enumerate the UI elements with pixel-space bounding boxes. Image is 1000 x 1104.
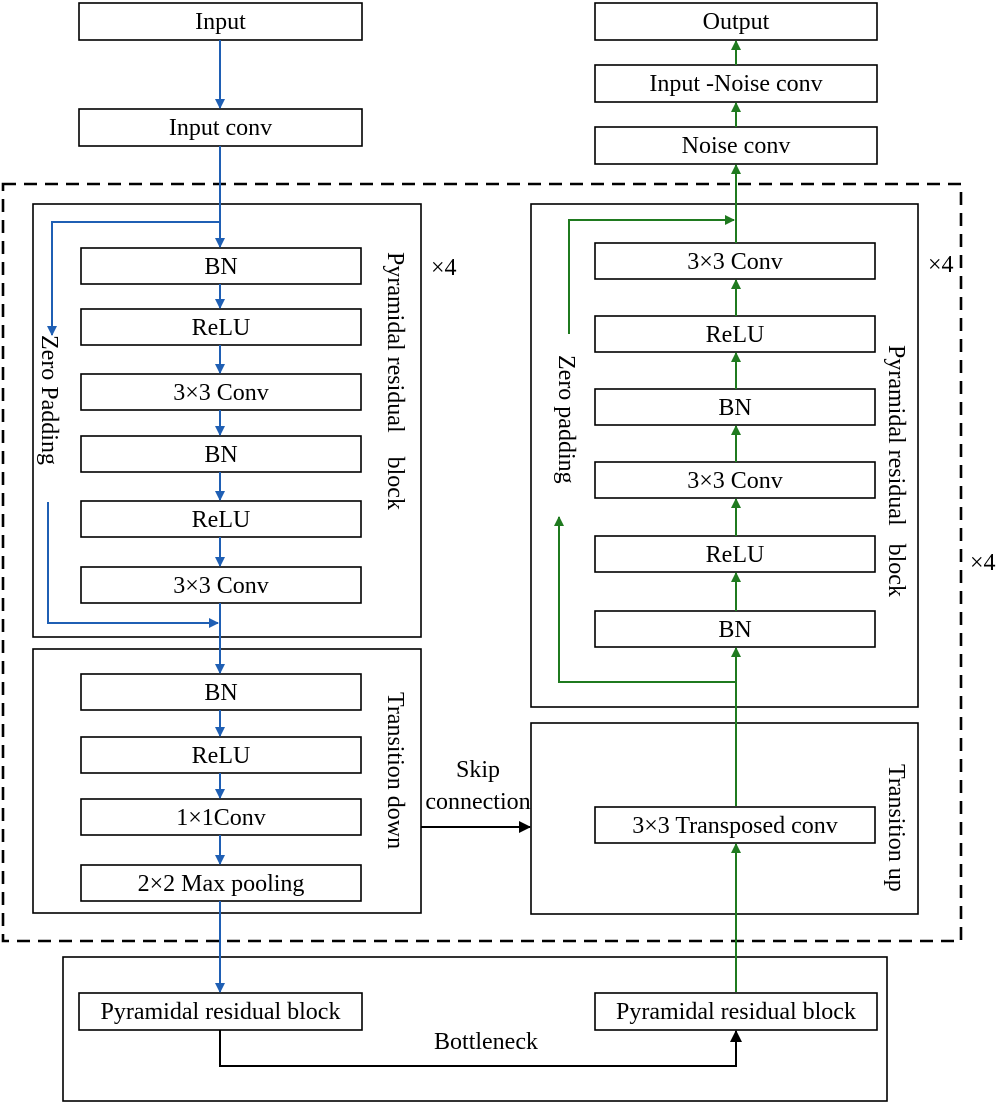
decoder-residual-label: Pyramidal residual block [883,345,909,597]
input-block: Input [78,2,363,41]
encoder-layer: 3×3 Conv [80,566,362,604]
encoder-layer-label: 3×3 Conv [173,573,269,599]
transition-down-frame [32,648,422,914]
decoder-zero-padding-label: Zero padding [553,355,579,484]
decoder-residual-layers: 3×3 Conv ReLU BN 3×3 Conv ReLU BN [594,242,876,648]
transition-down-layers: BN ReLU 1×1Conv 2×2 Max pooling [80,673,362,902]
transition-down-layer: 2×2 Max pooling [80,864,362,902]
decoder-layer-label: ReLU [706,322,765,348]
encoder-repeat-label: ×4 [431,255,457,281]
encoder-layer-label: BN [204,254,237,280]
input-noise-conv-block: Input -Noise conv [594,64,878,103]
bottleneck-right-block-label: Pyramidal residual block [616,999,856,1025]
decoder-layer-label: 3×3 Conv [687,249,783,275]
bottleneck-frame [62,956,888,1102]
transition-down-layer-label: 1×1Conv [176,805,266,831]
decoder-zero-padding-path [554,516,736,683]
encoder-layer-label: 3×3 Conv [173,380,269,406]
input-conv-block-label: Input conv [169,115,272,141]
encoder-zero-padding-label: Zero Padding [36,335,62,465]
decoder-layer-label: ReLU [706,542,765,568]
input-noise-conv-block-label: Input -Noise conv [649,71,822,97]
decoder-layer-label: BN [718,395,751,421]
transition-down-label: Transition down [382,692,408,849]
noise-conv-block-label: Noise conv [682,133,791,159]
encoder-layer-label: BN [204,442,237,468]
skip-connection-label-line2: connection [425,789,530,815]
decoder-layer: 3×3 Conv [594,242,876,280]
output-block: Output [594,2,878,41]
bottleneck-label: Bottleneck [434,1029,538,1055]
input-conv-block: Input conv [78,108,363,147]
encoder-layer: ReLU [80,500,362,538]
repeat-dashed-frame [1,182,963,943]
outer-repeat-label: ×4 [970,550,996,576]
encoder-layer: ReLU [80,308,362,346]
transition-down-layer-label: BN [204,680,237,706]
bottleneck-left-block: Pyramidal residual block [78,992,363,1031]
encoder-layer: BN [80,247,362,285]
transposed-conv-block-label: 3×3 Transposed conv [632,813,838,839]
transition-down-layer: BN [80,673,362,711]
decoder-zero-padding-return [568,215,735,334]
decoder-residual-frame [530,203,919,708]
bottleneck-connector [219,1030,742,1067]
encoder-zero-padding-return [47,502,219,628]
decoder-layer-label: BN [718,617,751,643]
encoder-layer: 3×3 Conv [80,373,362,411]
transition-down-layer-label: 2×2 Max pooling [138,871,305,897]
transition-down-layer-label: ReLU [192,743,251,769]
decoder-layer-label: 3×3 Conv [687,468,783,494]
bottleneck-left-block-label: Pyramidal residual block [101,999,341,1025]
transposed-conv-block: 3×3 Transposed conv [594,806,876,844]
encoder-residual-label: Pyramidal residual block [382,252,408,510]
transition-up-label: Transition up [883,764,909,892]
decoder-layer: BN [594,388,876,426]
encoder-zero-padding-path [47,221,220,336]
bottleneck-right-block: Pyramidal residual block [594,992,878,1031]
decoder-flow-arrows [554,40,741,992]
skip-connection-label-line1: Skip [456,757,500,783]
input-block-label: Input [195,9,246,35]
encoder-residual-frame [32,203,422,638]
decoder-layer: ReLU [594,535,876,573]
encoder-layer-label: ReLU [192,507,251,533]
output-block-label: Output [703,9,770,35]
transition-down-layer: ReLU [80,736,362,774]
encoder-flow-arrows [47,40,225,993]
transition-up-frame [530,722,919,915]
encoder-layer-label: ReLU [192,315,251,341]
encoder-layer: BN [80,435,362,473]
encoder-residual-layers: BN ReLU 3×3 Conv BN ReLU 3×3 Conv [80,247,362,604]
decoder-layer: ReLU [594,315,876,353]
transition-down-layer: 1×1Conv [80,798,362,836]
noise-conv-block: Noise conv [594,126,878,165]
decoder-layer: BN [594,610,876,648]
decoder-layer: 3×3 Conv [594,461,876,499]
decoder-repeat-label: ×4 [928,252,954,278]
